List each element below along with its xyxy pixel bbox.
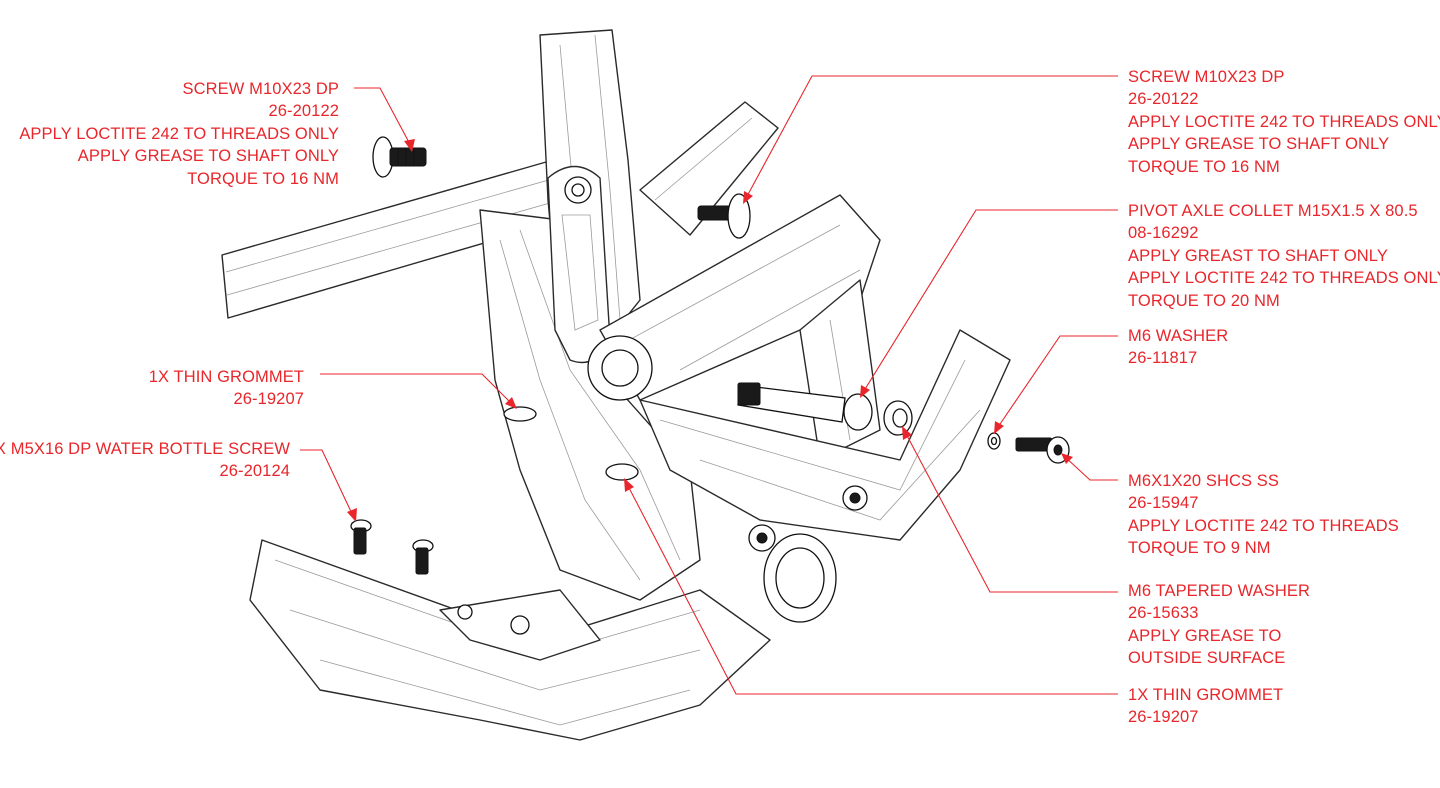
callout-line: SCREW M10X23 DP [1128,68,1285,86]
leader-grommet-left [320,373,515,407]
callout-line: APPLY LOCTITE 242 TO THREADS ONLY [1128,269,1440,288]
top-tube [221,157,591,319]
callout-screw-left: SCREW M10X23 DP 26-20122 APPLY LOCTITE 2… [19,78,339,190]
m6-washer-part [987,432,1001,450]
arrow-bottle-screw [347,508,357,522]
callout-bottle-screw: 2X M5X16 DP WATER BOTTLE SCREW 26-20124 [0,438,290,483]
grommet-left-part [503,406,537,422]
leader-lines [300,75,1118,695]
callout-line: 2X M5X16 DP WATER BOTTLE SCREW [0,440,290,458]
callout-line: 1X THIN GROMMET [148,368,304,386]
callout-line: APPLY LOCTITE 242 TO THREADS [1128,516,1399,535]
shcs-part [1015,436,1070,464]
callout-line: 26-11817 [1128,349,1198,368]
leader-shcs [1063,455,1118,481]
callout-line: APPLY GREASE TO SHAFT ONLY [77,147,339,166]
callout-line: APPLY GREASE TO SHAFT ONLY [1128,135,1390,154]
callout-line: 26-20124 [219,462,290,481]
leader-pivot-axle [861,209,1118,395]
callout-line: 26-15633 [1128,604,1199,623]
callout-line: APPLY LOCTITE 242 TO THREADS ONLY [1128,112,1440,131]
callout-line: 26-20122 [1128,90,1199,109]
callout-line: M6X1X20 SHCS SS [1128,472,1279,490]
arrow-grommet-bottom [624,478,634,492]
bottom-bracket [748,524,837,623]
callout-screw-right: SCREW M10X23 DP 26-20122 APPLY LOCTITE 2… [1128,66,1440,178]
callout-line: 26-20122 [268,102,339,121]
callout-line: 1X THIN GROMMET [1128,686,1284,704]
callout-line: M6 TAPERED WASHER [1128,582,1311,600]
leader-tapered-washer [903,429,1118,593]
callout-line: 26-15947 [1128,494,1199,513]
lower-guard [249,539,771,741]
hardware-parts [350,136,1070,575]
callout-pivot-axle: PIVOT AXLE COLLET M15X1.5 X 80.5 08-1629… [1128,200,1440,312]
callout-line: 08-16292 [1128,224,1199,243]
callout-line: OUTSIDE SURFACE [1128,649,1286,668]
callout-line: TORQUE TO 9 NM [1128,539,1271,558]
chain-stay [639,329,1011,541]
callout-line: SCREW M10X23 DP [182,80,339,98]
leader-bottle-screw [300,449,355,519]
callout-line: TORQUE TO 16 NM [1128,157,1280,176]
callout-line: APPLY GREASE TO [1128,626,1282,645]
callout-grommet-left: 1X THIN GROMMET 26-19207 [149,366,304,411]
callout-line: APPLY GREAST TO SHAFT ONLY [1128,246,1388,265]
leader-screw-left [354,87,413,149]
seat-stays [599,101,881,461]
callout-line: 26-19207 [1128,708,1199,727]
leader-m6-washer [995,335,1118,431]
screw-left-part [372,136,427,178]
callout-line: PIVOT AXLE COLLET M15X1.5 X 80.5 [1128,202,1418,220]
arrow-grommet-left [505,397,517,409]
callout-tapered-washer: M6 TAPERED WASHER 26-15633 APPLY GREASE … [1128,580,1310,670]
arrow-m6-washer [994,421,1004,434]
callout-line: TORQUE TO 20 NM [1128,291,1280,310]
callout-line: M6 WASHER [1128,327,1229,345]
rocker-link [547,165,611,364]
callout-grommet-bottom: 1X THIN GROMMET 26-19207 [1128,684,1283,729]
arrow-shcs [1061,453,1073,464]
leader-screw-right [744,75,1118,201]
main-pivot [587,335,653,401]
arrow-pivot-axle [860,385,870,398]
callout-m6-washer: M6 WASHER 26-11817 [1128,325,1228,370]
screw-right-part [697,193,751,239]
leader-grommet-bottom [625,481,1118,695]
bottle-screw-1 [350,519,372,555]
bottle-screw-2 [412,539,434,575]
arrow-screw-right [743,191,753,204]
callout-shcs: M6X1X20 SHCS SS 26-15947 APPLY LOCTITE 2… [1128,470,1399,560]
pivot-axle-part [737,382,913,436]
grommet-bottom-part [605,463,639,481]
callout-line: APPLY LOCTITE 242 TO THREADS ONLY [19,124,339,143]
arrow-tapered-washer [902,426,912,440]
callout-line: 26-19207 [233,390,304,409]
bike-frame-drawing [221,29,1011,741]
arrow-screw-left [404,139,415,152]
callout-line: TORQUE TO 16 NM [187,169,339,188]
